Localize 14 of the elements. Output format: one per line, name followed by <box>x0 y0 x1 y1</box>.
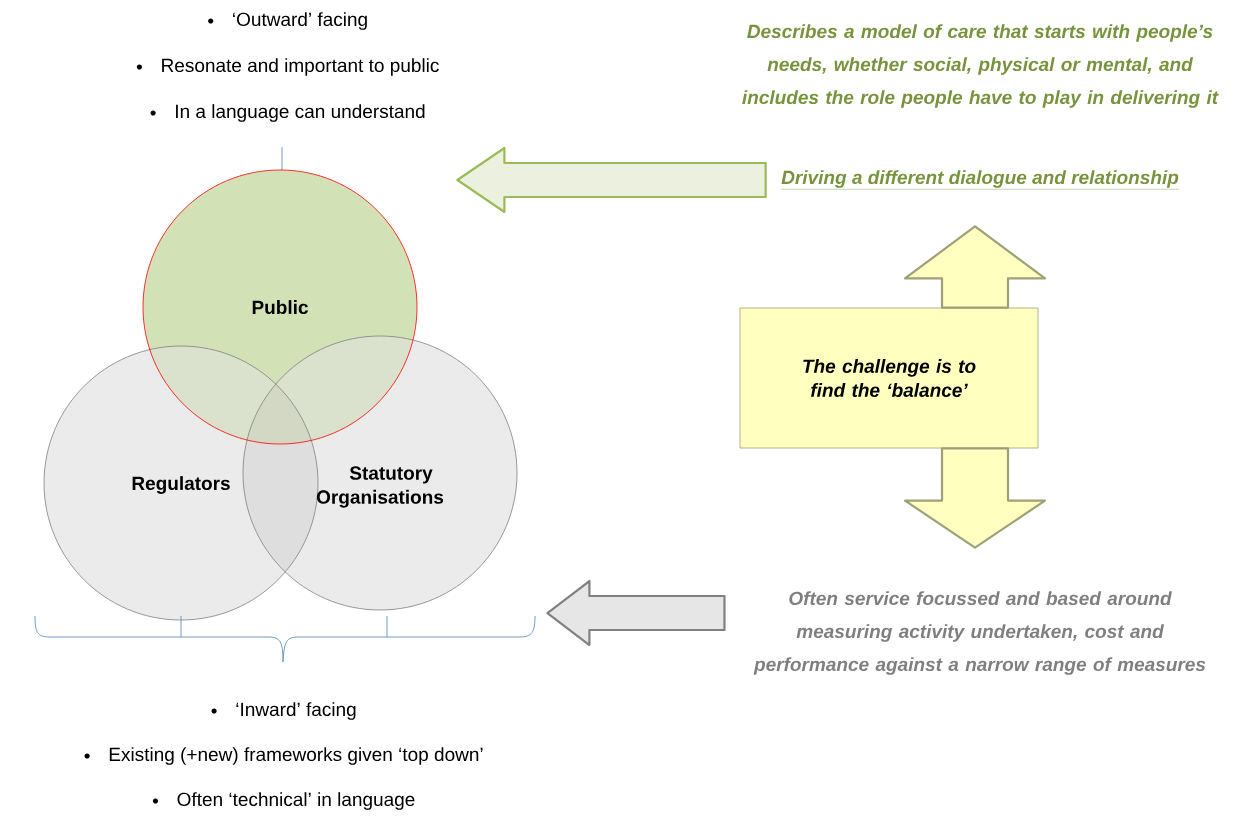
description-text: Often service focussed and based around measuring activity undertaken, cost and performance against a narrow range of measures <box>753 591 1206 675</box>
bullet-item: ‘Outward’ facing <box>208 12 367 30</box>
callout-box: The challenge is to find the ‘balance’ <box>739 307 1039 449</box>
block-arrow <box>456 146 767 214</box>
heading-text: Driving a different dialogue and relationship <box>781 170 1180 190</box>
bullet-item: In a language can understand <box>150 104 425 122</box>
description-text: Describes a model of care that starts with people’s needs, whether social, physical or mental, and includes the role people have to play in delivering it <box>742 24 1219 108</box>
block-arrow <box>903 447 1047 549</box>
bullet-item: ‘Inward’ facing <box>211 702 356 720</box>
bullet-item: Resonate and important to public <box>136 58 439 76</box>
bullet-item: Existing (+new) frameworks given ‘top down’ <box>84 747 483 765</box>
bullet-item: Often ‘technical’ in language <box>152 792 415 810</box>
block-arrow <box>903 225 1047 309</box>
block-arrow <box>546 579 726 647</box>
